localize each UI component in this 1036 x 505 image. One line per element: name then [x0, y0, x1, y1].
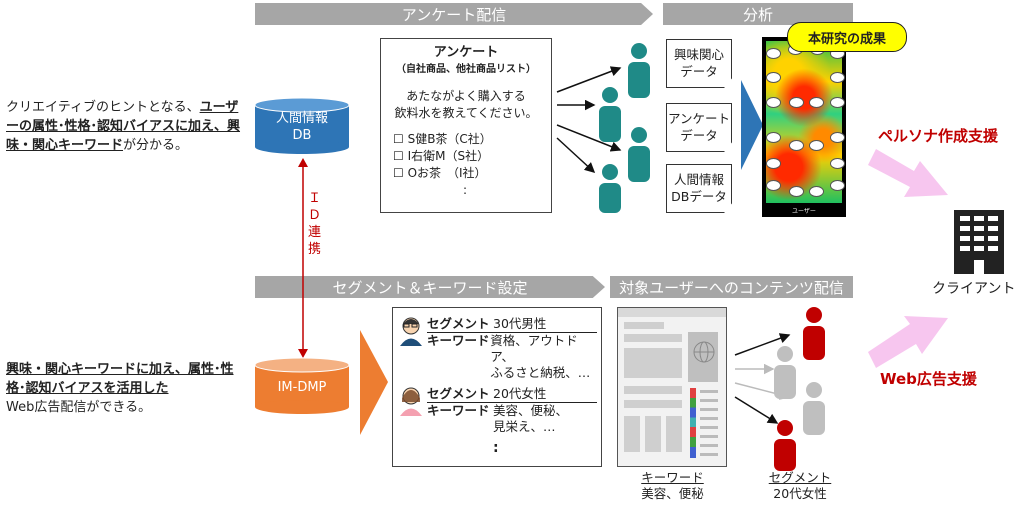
- db-line1: 人間情報: [275, 111, 328, 126]
- keyword-line: ふるさと納税、…: [490, 365, 591, 380]
- heatmap-cell: [830, 180, 845, 191]
- survey-title: アンケート: [433, 45, 499, 60]
- left-top-suffix: が分かる。: [123, 138, 189, 153]
- header-analysis: 分析: [663, 3, 853, 25]
- survey-question1: あたながよく購入する: [406, 89, 526, 103]
- survey-box: アンケート （自社商品、他社商品リスト） あたながよく購入する 飲料水を教えてく…: [380, 38, 552, 213]
- left-top-bold: ユーザーの属性･性格･認知バイアスに加え、興味・関心キーワード: [6, 100, 241, 153]
- heatmap-cell: [766, 48, 781, 59]
- bottom-segment-value: 20代女性: [773, 486, 827, 501]
- survey-option: ☐ I右衛M（S社）: [393, 149, 490, 163]
- header-delivery: 対象ユーザーへのコンテンツ配信: [610, 276, 853, 298]
- analysis-heatmap: ユーザー: [762, 37, 846, 217]
- interest-data-doc: 興味関心 データ: [666, 39, 732, 88]
- building-icon: [954, 210, 1004, 274]
- survey-ellipsis: :: [463, 183, 468, 197]
- doc-line: データ: [680, 64, 718, 79]
- web-ad-support-label: Web広告支援: [880, 370, 977, 388]
- header-delivery-label: 対象ユーザーへのコンテンツ配信: [619, 278, 844, 297]
- human-db-data-doc: 人間情報 DBデータ: [666, 164, 732, 213]
- heatmap-cell: [789, 186, 804, 197]
- human-info-db-icon: [254, 97, 350, 154]
- left-top-description: クリエイティブのヒントとなる、ユーザーの属性･性格･認知バイアスに加え、興味・関…: [6, 98, 246, 155]
- segment-ellipsis: :: [493, 440, 499, 456]
- heatmap-cell: [830, 158, 845, 169]
- im-dmp-label: IM-DMP: [277, 380, 327, 395]
- header-survey-label: アンケート配信: [401, 5, 507, 24]
- man-avatar-icon: [400, 317, 422, 346]
- heatmap-cell: [766, 72, 781, 83]
- survey-arrows: [556, 66, 622, 174]
- left-bottom-description: 興味・関心キーワードに加え、属性･性格･認知バイアスを活用した Web広告配信がで…: [6, 360, 236, 417]
- heatmap-cell: [766, 97, 781, 108]
- heatmap-cell: [766, 158, 781, 169]
- client-label: クライアント: [932, 281, 1016, 297]
- pink-arrow-up-icon: [868, 316, 948, 368]
- heatmap-cell: [789, 97, 804, 108]
- webpage-mock: [617, 307, 727, 467]
- survey-question2: 飲料水を教えてください。: [394, 106, 538, 120]
- heatmap-cell: [809, 186, 824, 197]
- human-info-db-label: 人間情報 DB: [254, 110, 350, 144]
- woman-avatar-icon: [400, 387, 422, 416]
- heatmap-cell: [809, 97, 824, 108]
- header-survey: アンケート配信: [255, 3, 653, 25]
- heatmap-cell: [766, 132, 781, 143]
- id-link-arrow: [298, 158, 308, 358]
- heatmap-cell: [766, 180, 781, 191]
- keyword-line: 美容、便秘、: [493, 403, 569, 418]
- result-badge: 本研究の成果: [787, 22, 907, 52]
- segment-value: 20代女性: [493, 386, 547, 401]
- target-people-icon: [774, 307, 825, 471]
- heatmap-cell: [830, 97, 845, 108]
- header-segment: セグメント＆キーワード設定: [255, 276, 605, 298]
- header-segment-label: セグメント＆キーワード設定: [332, 278, 528, 297]
- bottom-keyword-value: 美容、便秘: [641, 486, 704, 501]
- header-analysis-label: 分析: [742, 5, 773, 24]
- db-line2: DB: [292, 128, 312, 143]
- survey-options: ☐ S健B茶（C社） ☐ I右衛M（S社） ☐ Oお茶 （I社） :: [393, 131, 551, 199]
- doc-line: DBデータ: [671, 189, 727, 204]
- survey-option: ☐ Oお茶 （I社）: [393, 166, 487, 180]
- blue-chevron-icon: [741, 80, 763, 170]
- segment-label: セグメント: [427, 316, 490, 331]
- keyword-label: キーワード: [427, 333, 490, 348]
- bottom-segment-label: セグメント: [768, 470, 832, 485]
- id-link-label: ＩＤ連携: [308, 191, 322, 257]
- bottom-keyword-label: キーワード: [641, 470, 704, 485]
- doc-line: データ: [680, 128, 718, 143]
- keyword-line: 資格、アウトドア、: [490, 333, 578, 364]
- globe-icon: [693, 341, 715, 363]
- im-dmp-icon: [254, 357, 350, 414]
- delivery-arrows: [734, 333, 791, 424]
- heatmap-cell: [830, 132, 845, 143]
- result-badge-label: 本研究の成果: [807, 31, 886, 47]
- doc-line: 興味関心: [673, 47, 724, 62]
- bottom-keyword: キーワード 美容、便秘: [630, 470, 715, 502]
- teal-people-icon: [599, 43, 650, 213]
- heatmap-cell: [809, 140, 824, 151]
- persona-support-label: ペルソナ作成支援: [878, 127, 999, 145]
- left-top-prefix: クリエイティブのヒントとなる、: [6, 100, 200, 115]
- doc-line: 人間情報: [673, 172, 724, 187]
- left-bottom-suffix: Web広告配信ができる。: [6, 400, 152, 415]
- heatmap-cell: [789, 140, 804, 151]
- heatmap-cell: [830, 72, 845, 83]
- doc-line: アンケート: [667, 111, 730, 126]
- orange-chevron-icon: [360, 330, 388, 435]
- survey-option: ☐ S健B茶（C社）: [393, 132, 492, 146]
- segment-label: セグメント: [427, 386, 490, 401]
- survey-data-doc: アンケート データ: [666, 103, 732, 152]
- survey-subtitle: （自社商品、他社商品リスト）: [396, 64, 536, 75]
- left-bottom-bold: 興味・関心キーワードに加え、属性･性格･認知バイアスを活用した: [6, 362, 234, 396]
- keyword-line: 見栄え、…: [493, 419, 556, 434]
- segment-value: 30代男性: [493, 316, 547, 331]
- keyword-label: キーワード: [427, 403, 490, 418]
- bottom-segment: セグメント 20代女性: [760, 470, 840, 502]
- pink-arrow-down-icon: [868, 149, 948, 197]
- heatmap-footer: ユーザー: [792, 208, 816, 215]
